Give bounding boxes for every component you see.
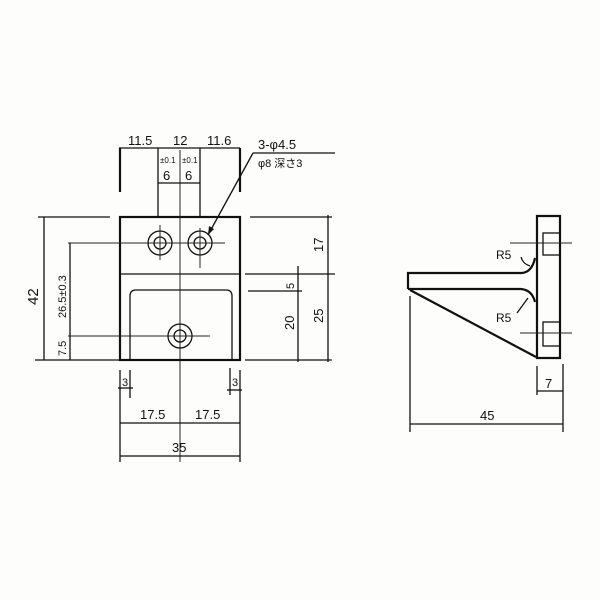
right-dimensions: 17 25 5 20 bbox=[245, 215, 335, 362]
dim-17: 17 bbox=[311, 238, 326, 252]
dim-3-right: 3 bbox=[232, 377, 238, 389]
holes bbox=[68, 225, 225, 349]
dim-5: 5 bbox=[285, 283, 297, 289]
dim-20: 20 bbox=[282, 316, 297, 330]
dim-6-right: 6 bbox=[185, 168, 192, 183]
dim-17-5-right: 17.5 bbox=[195, 407, 220, 422]
dim-11-5: 11.5 bbox=[128, 133, 152, 148]
dim-11-6: 11.6 bbox=[207, 133, 231, 148]
side-view-dimensions: R5 R5 7 45 bbox=[409, 248, 564, 432]
dim-45: 45 bbox=[480, 408, 494, 423]
dim-3-left: 3 bbox=[122, 377, 128, 389]
hole-note: 3-φ4.5 bbox=[258, 137, 296, 152]
tol-right: ±0.1 bbox=[182, 156, 198, 165]
side-view-outline bbox=[406, 214, 572, 360]
dim-25: 25 bbox=[311, 309, 326, 323]
dim-26-5: 26.5±0.3 bbox=[57, 275, 69, 318]
hole-note-leader: 3-φ4.5 φ8 深さ3 bbox=[207, 137, 335, 236]
front-view-outline bbox=[118, 150, 242, 462]
dim-6-left: 6 bbox=[163, 168, 170, 183]
radius-bottom-label: R5 bbox=[496, 311, 512, 325]
left-dimensions: 42 26.5±0.3 7.5 bbox=[25, 216, 240, 361]
tol-left: ±0.1 bbox=[160, 156, 176, 165]
bottom-dimensions: 3 3 17.5 17.5 35 bbox=[118, 368, 242, 462]
counterbore-note: φ8 深さ3 bbox=[258, 157, 302, 170]
dim-7: 7 bbox=[545, 376, 552, 391]
dim-42: 42 bbox=[25, 288, 42, 305]
dim-35: 35 bbox=[172, 440, 186, 455]
radius-top-label: R5 bbox=[496, 248, 512, 262]
dim-12: 12 bbox=[173, 133, 187, 148]
dim-17-5-left: 17.5 bbox=[140, 407, 165, 422]
dim-7-5: 7.5 bbox=[57, 341, 69, 356]
top-dimensions: 11.5 12 11.6 ±0.1 ±0.1 6 6 bbox=[118, 133, 242, 217]
